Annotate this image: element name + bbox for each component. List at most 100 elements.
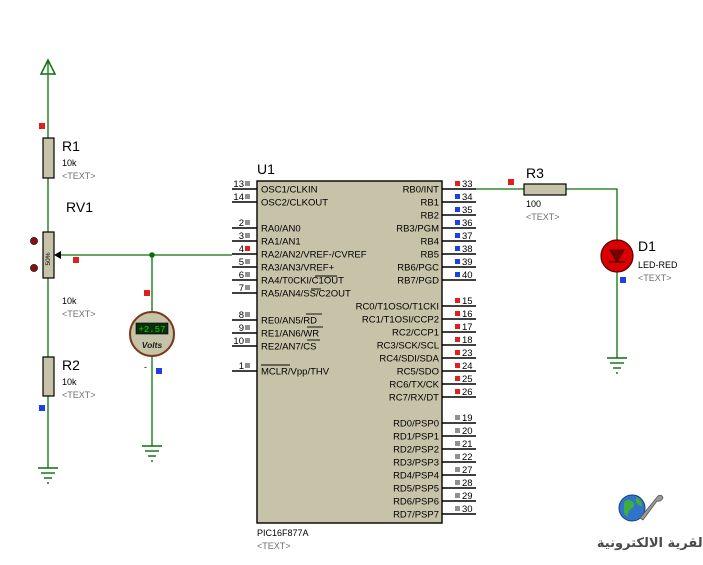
u1-pin-label: RC0/T1OSO/T1CKI — [356, 302, 439, 313]
u1-pin-label: MCLR/Vpp/THV — [261, 367, 330, 378]
pin-marker-r3 — [508, 179, 514, 185]
u1-part: PIC16F877A — [257, 528, 309, 538]
u1-pin-number: 26 — [462, 387, 473, 398]
pin-marker-d1 — [620, 277, 626, 283]
u1-pin-label: RA3/AN3/VREF+ — [261, 263, 335, 274]
u1-pin-state-marker — [455, 259, 460, 264]
u1-pin-number: 3 — [239, 231, 244, 242]
u1-pin-state-marker — [455, 350, 460, 355]
pin-marker-rv1 — [73, 257, 79, 263]
r3-text: <TEXT> — [526, 212, 560, 222]
u1-pin-label: RB5 — [421, 250, 439, 261]
u1-pin-number: 34 — [462, 192, 473, 203]
r2-value: 10k — [62, 377, 77, 387]
u1-pin-number: 21 — [462, 439, 473, 450]
ground-led-icon — [607, 357, 627, 374]
rv1-increase-knob[interactable] — [30, 237, 38, 245]
u1-pin-label: RC1/T1OSI/CCP2 — [362, 315, 439, 326]
resistor-r1[interactable]: R1 10k <TEXT> — [39, 123, 96, 181]
u1-pin-number: 20 — [462, 426, 473, 437]
r2-ref: R2 — [62, 357, 80, 373]
u1-pin-label: RD1/PSP1 — [393, 432, 439, 443]
u1-body — [256, 180, 443, 524]
rv1-percent: 50% — [45, 252, 52, 265]
u1-pin-label: RB3/PGM — [396, 224, 439, 235]
d1-ref: D1 — [638, 238, 656, 254]
voltmeter-display — [135, 322, 169, 335]
r1-value: 10k — [62, 158, 77, 168]
u1-pin-state-marker — [245, 363, 250, 368]
pin-marker-voltmeter-neg — [156, 368, 162, 374]
u1-pin-label: RC3/SCK/SCL — [377, 341, 439, 352]
u1-pin-number: 24 — [462, 361, 473, 372]
u1-pin-label: RB6/PGC — [397, 263, 439, 274]
u1-pin-label: RD7/PSP7 — [393, 510, 439, 521]
pin-marker-r2 — [39, 405, 45, 411]
u1-pin-number: 19 — [462, 413, 473, 424]
u1-pin-label: RD6/PSP6 — [393, 497, 439, 508]
u1-pin-number: 13 — [233, 179, 244, 190]
u1-pin-label: RD2/PSP2 — [393, 445, 439, 456]
rv1-value: 10k — [62, 296, 77, 306]
u1-pin-label: RD5/PSP5 — [393, 484, 439, 495]
u1-pin-state-marker — [245, 220, 250, 225]
u1-pin-state-marker — [245, 233, 250, 238]
u1-pin-label: RA2/AN2/VREF-/CVREF — [261, 250, 367, 261]
u1-right-pins: 33RB0/INT34RB135RB236RB3/PGM37RB438RB539… — [356, 179, 476, 521]
u1-pin-number: 33 — [462, 179, 473, 190]
u1-pin-state-marker — [455, 506, 460, 511]
u1-pin-label: RB4 — [421, 237, 439, 248]
u1-pin-state-marker — [455, 298, 460, 303]
u1-pin-label: RA5/AN4/SS/C2OUT — [261, 289, 351, 300]
u1-pin-state-marker — [245, 325, 250, 330]
led-d1[interactable]: D1 LED-RED <TEXT> — [600, 238, 678, 283]
voltmeter-reading: +2.57 — [138, 325, 165, 335]
u1-pin-state-marker — [455, 220, 460, 225]
rv1-text: <TEXT> — [62, 309, 96, 319]
u1-pin-number: 28 — [462, 478, 473, 489]
u1-pin-state-marker — [245, 181, 250, 186]
junction-dot — [149, 252, 155, 258]
u1-pin-state-marker — [455, 181, 460, 186]
u1-pin-number: 15 — [462, 296, 473, 307]
u1-pin-state-marker — [455, 389, 460, 394]
resistor-r3[interactable]: R3 100 <TEXT> — [508, 165, 567, 222]
u1-pin-number: 8 — [239, 310, 244, 321]
u1-pin-state-marker — [245, 194, 250, 199]
u1-pin-state-marker — [455, 207, 460, 212]
voltmeter-unit: Volts — [142, 340, 163, 350]
u1-pin-label: RB0/INT — [403, 185, 440, 196]
d1-text: <TEXT> — [638, 273, 672, 283]
rv1-decrease-knob[interactable] — [30, 264, 38, 272]
u1-pin-state-marker — [455, 441, 460, 446]
r2-text: <TEXT> — [62, 390, 96, 400]
u1-pin-state-marker — [455, 454, 460, 459]
u1-pin-number: 35 — [462, 205, 473, 216]
d1-value: LED-RED — [638, 260, 678, 270]
u1-pin-number: 40 — [462, 270, 473, 281]
potentiometer-rv1[interactable]: 50% RV1 10k <TEXT> — [30, 199, 96, 319]
u1-pin-number: 22 — [462, 452, 473, 463]
r1-ref: R1 — [62, 138, 80, 154]
u1-pin-state-marker — [455, 337, 460, 342]
u1-pin-number: 36 — [462, 218, 473, 229]
voltmeter[interactable]: +2.57 Volts + - — [129, 288, 175, 374]
u1-pin-state-marker — [245, 285, 250, 290]
u1-pin-state-marker — [455, 415, 460, 420]
u1-pin-label: RD0/PSP0 — [393, 419, 439, 430]
u1-pin-label: RD3/PSP3 — [393, 458, 439, 469]
resistor-r2[interactable]: R2 10k <TEXT> — [39, 356, 96, 411]
u1-pin-label: RC6/TX/CK — [389, 380, 439, 391]
u1-pin-label: RB7/PGD — [397, 276, 439, 287]
u1-pin-label: OSC1/CLKIN — [261, 185, 318, 196]
pin-marker-r1 — [39, 123, 45, 129]
rv1-ref: RV1 — [66, 199, 93, 215]
r3-value: 100 — [526, 199, 541, 209]
u1-pin-state-marker — [245, 259, 250, 264]
u1-pin-state-marker — [455, 246, 460, 251]
u1-pin-number: 17 — [462, 322, 473, 333]
globe-wrench-logo-icon — [618, 494, 664, 522]
u1-pin-label: RE0/AN5/RD — [261, 316, 317, 327]
